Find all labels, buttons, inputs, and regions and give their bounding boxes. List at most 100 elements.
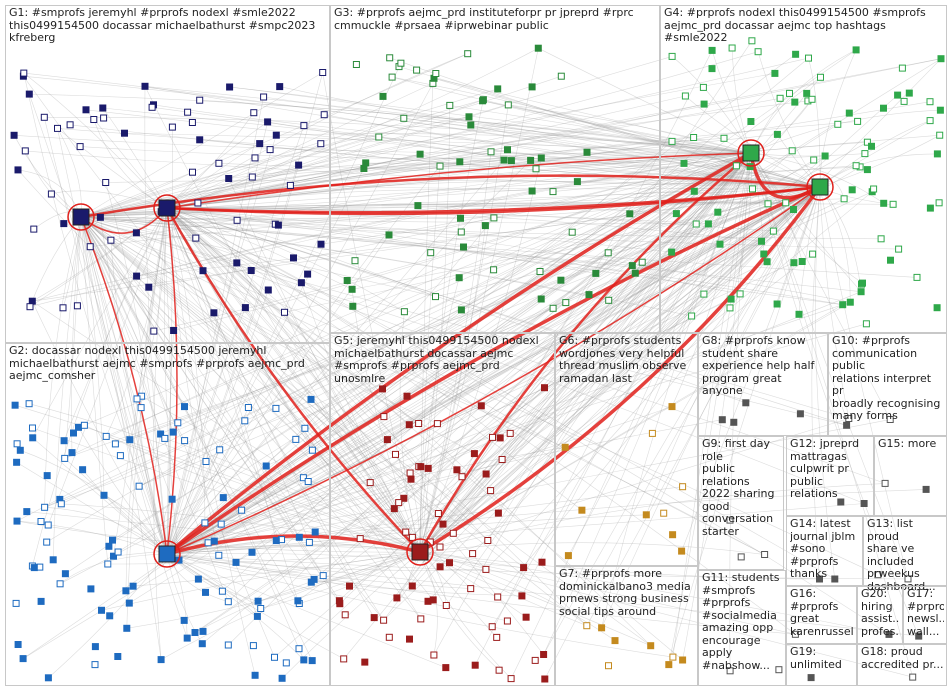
node-g2[interactable] [304,478,312,485]
node-g2[interactable] [169,428,177,436]
node-g4[interactable] [898,64,906,72]
node-g1[interactable] [170,327,178,334]
node-g4[interactable] [936,131,944,139]
node-g3[interactable] [583,148,591,156]
node-g1[interactable] [295,161,303,169]
node-g3[interactable] [500,156,508,164]
node-g4[interactable] [852,46,860,54]
node-g2[interactable] [14,641,22,648]
node-g2[interactable] [219,494,227,502]
node-g2[interactable] [70,429,77,437]
node-g3[interactable] [467,121,475,129]
node-g2[interactable] [125,599,133,607]
node-g2[interactable] [122,587,130,595]
node-g1[interactable] [168,123,176,131]
node-g4[interactable] [782,199,790,207]
node-g4[interactable] [704,220,712,228]
node-g1[interactable] [54,124,61,132]
node-g1[interactable] [66,121,74,129]
node-g6[interactable] [679,483,687,491]
node-g15[interactable] [922,485,930,493]
node-g3[interactable] [386,54,394,62]
node-g4[interactable] [935,199,943,207]
node-g3[interactable] [455,274,463,282]
node-g2[interactable] [60,437,68,445]
node-g15[interactable] [881,479,889,487]
node-g5[interactable] [467,585,475,593]
node-g2[interactable] [308,657,316,665]
node-g2[interactable] [308,446,316,454]
node-g2[interactable] [224,598,232,606]
node-g3[interactable] [397,59,405,67]
node-g5[interactable] [489,433,496,441]
node-g2[interactable] [110,552,117,560]
node-g3[interactable] [400,114,408,122]
node-g1[interactable] [264,118,272,126]
node-g2[interactable] [104,560,112,568]
node-g3[interactable] [427,249,435,257]
node-g2[interactable] [68,449,76,457]
node-g5[interactable] [446,559,453,567]
node-g5[interactable] [484,537,492,544]
hub-node-michaelbathurst[interactable] [72,208,90,226]
node-g3[interactable] [631,269,639,277]
node-g3[interactable] [481,222,489,230]
node-g4[interactable] [895,245,903,253]
node-g4[interactable] [720,134,728,142]
node-g4[interactable] [791,98,799,106]
node-g2[interactable] [251,671,259,679]
node-g1[interactable] [251,154,259,162]
node-g1[interactable] [266,146,274,154]
node-g5[interactable] [541,675,549,683]
node-g2[interactable] [114,653,122,660]
node-g13[interactable] [904,575,912,583]
node-g1[interactable] [73,302,81,310]
node-g14[interactable] [816,575,823,583]
node-g16[interactable] [791,630,799,638]
node-g2[interactable] [37,597,45,605]
node-g5[interactable] [506,429,514,437]
node-g1[interactable] [247,267,255,274]
node-g3[interactable] [490,214,498,222]
node-g2[interactable] [238,506,246,514]
node-g3[interactable] [457,214,464,222]
node-g5[interactable] [503,617,511,625]
node-g4[interactable] [839,301,847,309]
node-g2[interactable] [168,495,176,503]
node-g2[interactable] [248,548,256,556]
node-g5[interactable] [436,563,444,571]
node-g5[interactable] [507,675,515,683]
node-g4[interactable] [854,117,862,125]
node-g2[interactable] [133,395,141,403]
node-g5[interactable] [390,505,398,513]
node-g1[interactable] [226,83,234,91]
node-g3[interactable] [385,231,393,239]
node-g1[interactable] [189,168,196,176]
node-g5[interactable] [395,499,403,507]
node-g4[interactable] [728,44,736,52]
node-g3[interactable] [568,228,576,236]
node-g3[interactable] [457,228,465,236]
node-g8[interactable] [796,410,804,418]
node-g4[interactable] [754,48,762,56]
node-g1[interactable] [210,309,218,317]
node-g5[interactable] [406,635,413,643]
node-g4[interactable] [788,147,796,155]
node-g2[interactable] [299,474,307,482]
node-g5[interactable] [477,402,485,410]
node-g4[interactable] [680,159,688,167]
node-g4[interactable] [763,258,771,266]
node-g1[interactable] [90,116,98,123]
node-g4[interactable] [773,130,781,138]
node-g7[interactable] [679,656,687,664]
node-g3[interactable] [592,269,600,277]
node-g4[interactable] [758,237,765,245]
node-g3[interactable] [628,262,636,270]
node-g4[interactable] [668,137,676,145]
node-g2[interactable] [161,434,169,442]
node-g5[interactable] [385,633,393,641]
node-g5[interactable] [346,582,353,590]
node-g2[interactable] [57,500,65,508]
node-g3[interactable] [351,257,359,265]
node-g10[interactable] [845,415,853,422]
